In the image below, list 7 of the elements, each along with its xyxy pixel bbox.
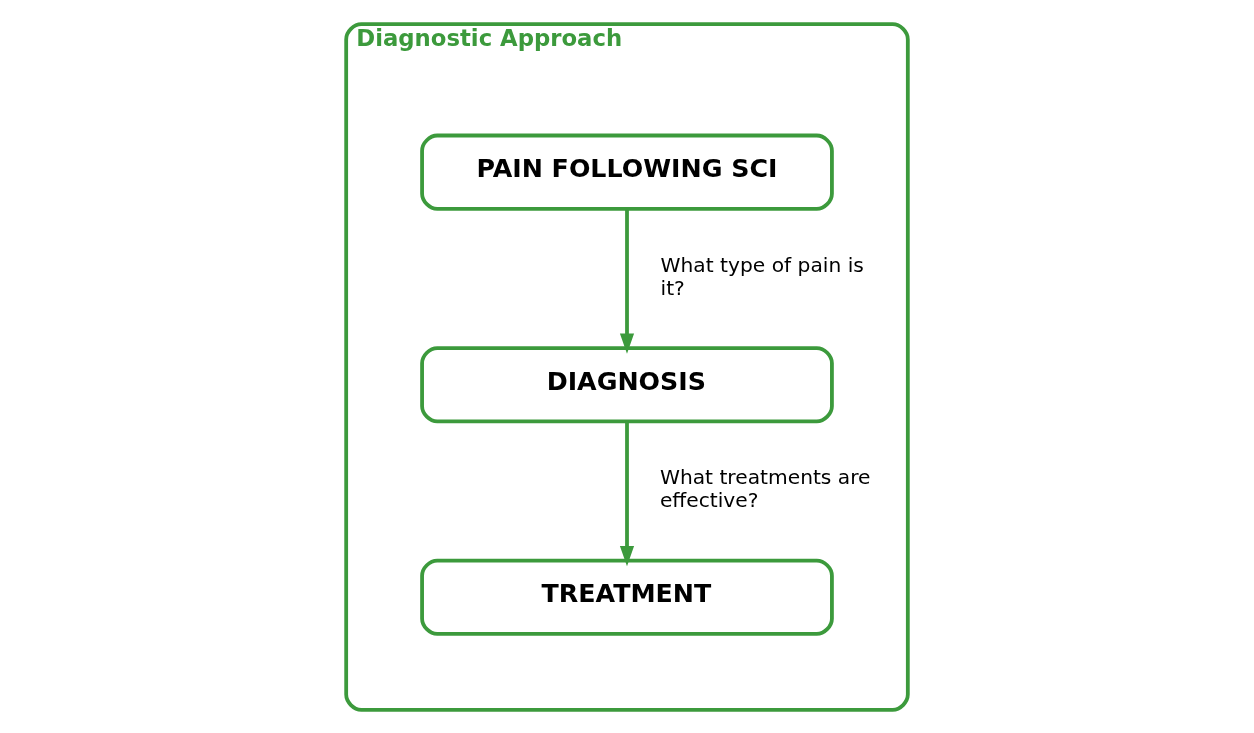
node-box: TREATMENT	[420, 558, 834, 636]
arrow	[619, 421, 635, 566]
node-box: DIAGNOSIS	[420, 345, 834, 423]
arrow	[619, 208, 635, 354]
edge-label: What type of pain is it?	[660, 252, 864, 300]
node-box: PAIN FOLLOWING SCI	[420, 133, 834, 211]
edge-label: What treatments are effective?	[659, 464, 871, 512]
